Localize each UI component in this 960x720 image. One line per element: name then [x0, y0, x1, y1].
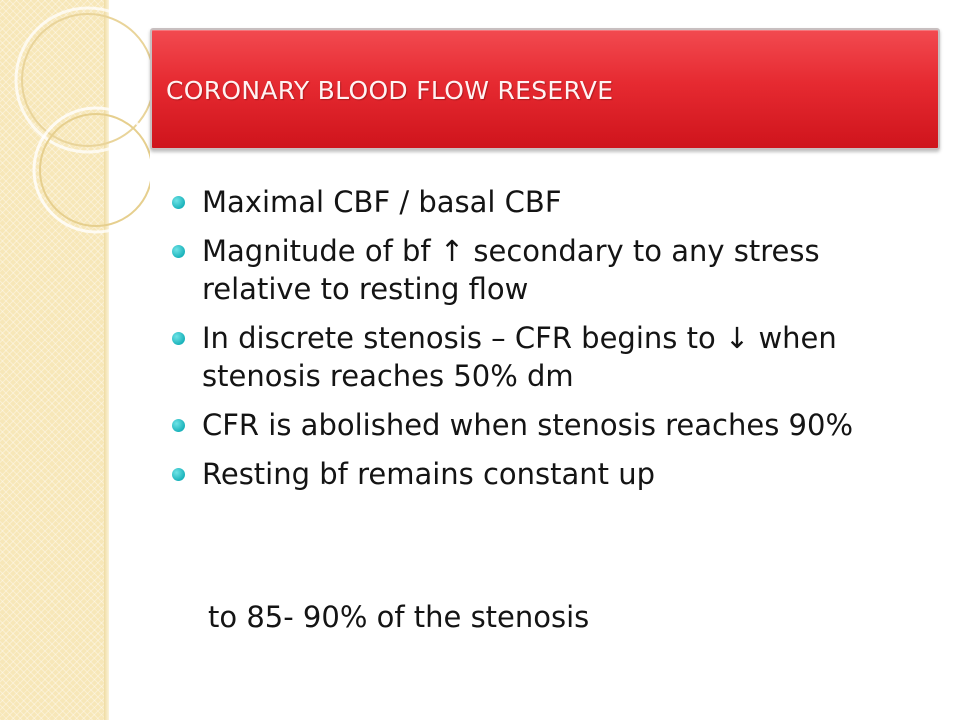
bullet-dot-icon	[172, 196, 185, 209]
bullet-text: Maximal CBF / basal CBF	[202, 185, 562, 219]
title-banner: CORONARY BLOOD FLOW RESERVE	[150, 28, 940, 150]
bullet-text: In discrete stenosis – CFR begins to ↓ w…	[202, 321, 837, 393]
bullet-dot-icon	[172, 245, 185, 258]
bullet-dot-icon	[172, 419, 185, 432]
bullet-dot-icon	[172, 332, 185, 345]
bullet-text: CFR is abolished when stenosis reaches 9…	[202, 408, 853, 442]
bullet-item: Maximal CBF / basal CBF	[172, 183, 912, 221]
slide-title: CORONARY BLOOD FLOW RESERVE	[166, 76, 614, 105]
strip-edge	[104, 0, 109, 720]
bullet-text: Magnitude of bf ↑ secondary to any stres…	[202, 234, 820, 306]
bullet-item: Magnitude of bf ↑ secondary to any stres…	[172, 232, 912, 308]
decorative-rings	[14, 6, 150, 234]
bullet-continuation-text: to 85- 90% of the stenosis	[208, 600, 590, 634]
bullet-item: Resting bf remains constant up	[172, 455, 912, 493]
bullet-item: CFR is abolished when stenosis reaches 9…	[172, 406, 912, 444]
bullet-list: Maximal CBF / basal CBF Magnitude of bf …	[172, 183, 912, 504]
bullet-dot-icon	[172, 468, 185, 481]
bullet-item: In discrete stenosis – CFR begins to ↓ w…	[172, 319, 912, 395]
bullet-text: Resting bf remains constant up	[202, 457, 656, 491]
decorative-side-strip	[0, 0, 106, 720]
